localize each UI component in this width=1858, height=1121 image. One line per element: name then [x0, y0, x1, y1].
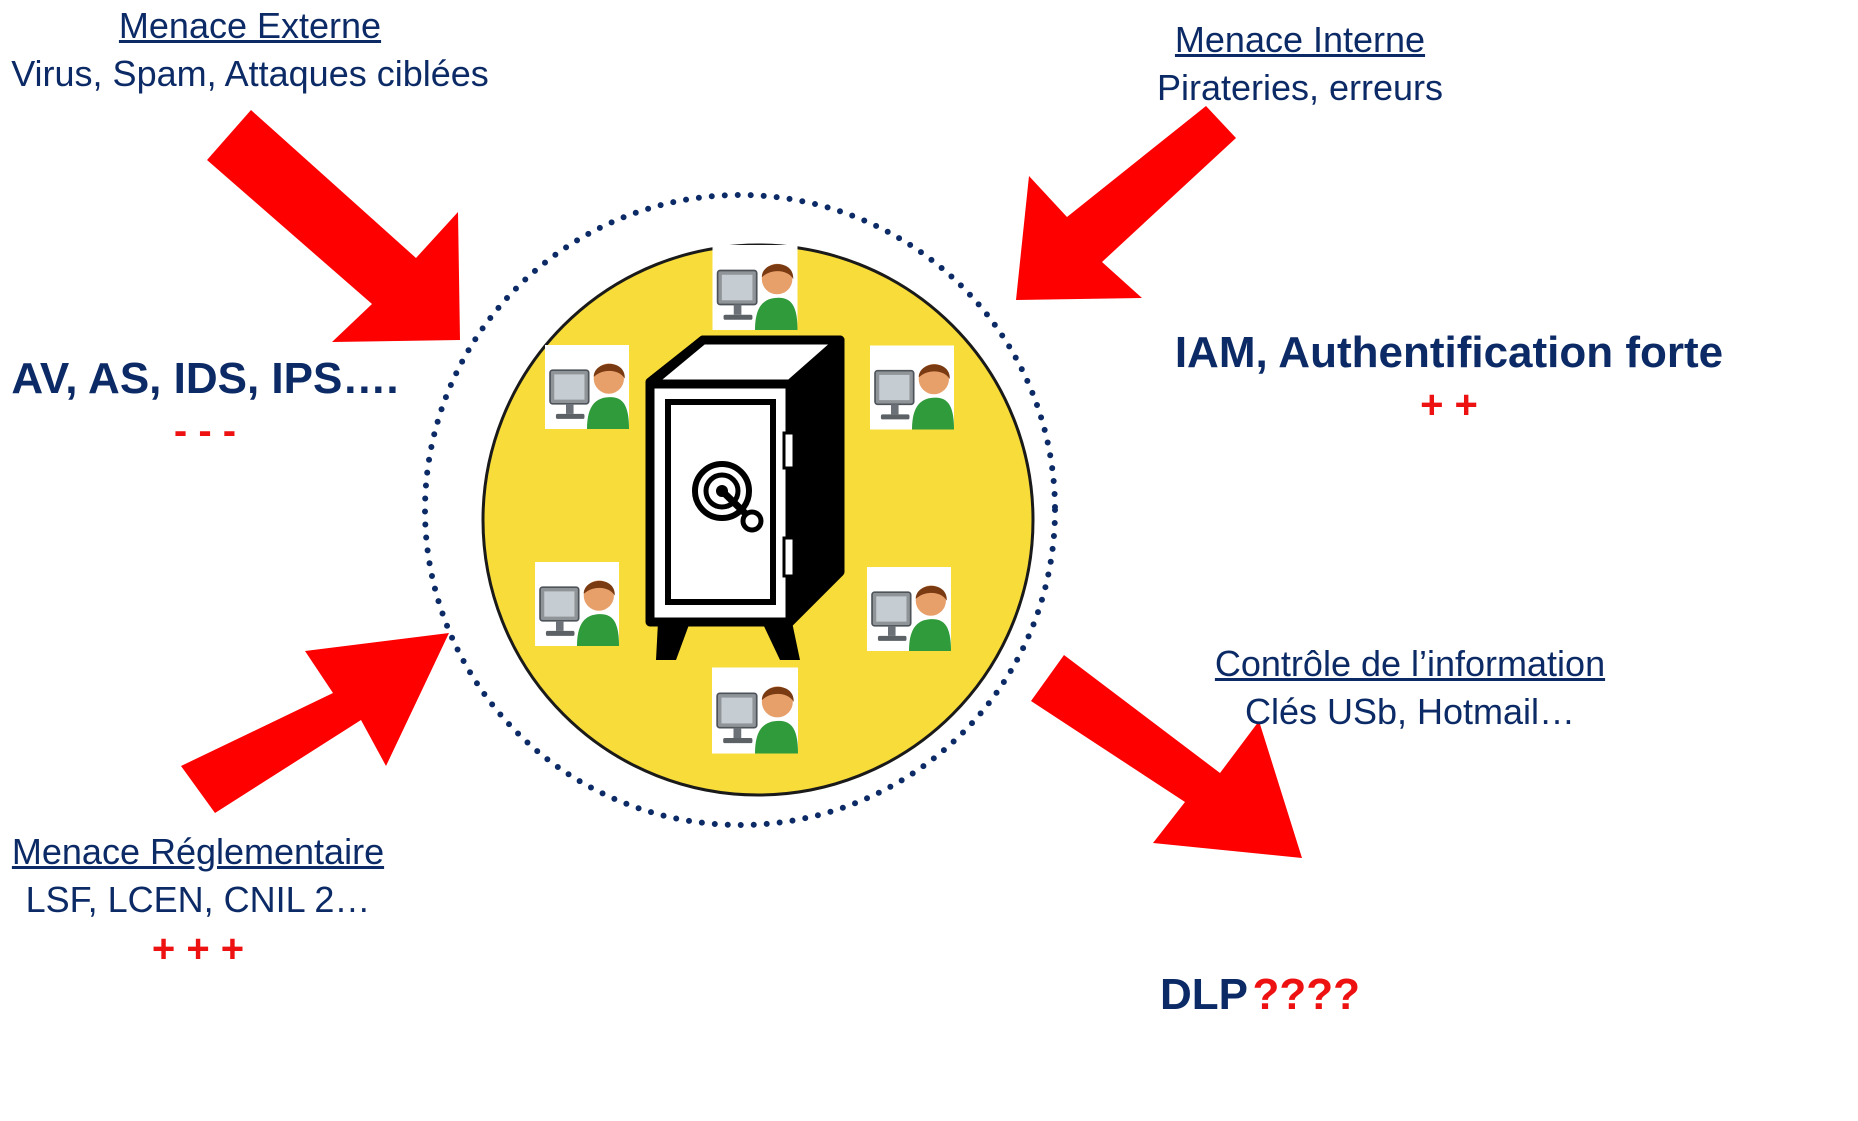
arrow-information-leak — [1031, 655, 1302, 858]
user-computer-icon — [545, 345, 629, 429]
external-rating: - - - — [173, 409, 237, 453]
external-threat-label: Menace Externe Virus, Spam, Attaques cib… — [0, 2, 500, 98]
external-threat-heading: Menace Externe — [118, 5, 382, 46]
dlp-rating: ???? — [1252, 970, 1360, 1019]
internal-threat-label: Menace Interne Pirateries, erreurs — [1140, 16, 1460, 112]
information-control-label: Contrôle de l’information Clés USb, Hotm… — [1130, 640, 1690, 736]
regulatory-threat-heading: Menace Réglementaire — [11, 831, 385, 872]
information-control-heading: Contrôle de l’information — [1214, 643, 1606, 684]
external-threat-subtitle: Virus, Spam, Attaques ciblées — [11, 53, 489, 94]
information-control-subtitle: Clés USb, Hotmail… — [1244, 691, 1576, 732]
internal-tools: IAM, Authentification forte — [1174, 328, 1724, 377]
user-computer-icon — [866, 567, 952, 651]
external-countermeasures: AV, AS, IDS, IPS…. - - - — [0, 352, 410, 456]
arrow-regulatory-threat — [181, 633, 449, 813]
safe-icon — [645, 335, 845, 660]
user-computer-icon — [534, 562, 620, 646]
regulatory-threat-subtitle: LSF, LCEN, CNIL 2… — [25, 879, 371, 920]
internal-rating: + + — [1420, 383, 1478, 427]
user-computer-icon — [711, 245, 799, 330]
dlp-label: DLP ???? — [1160, 968, 1360, 1022]
arrow-internal-threat — [1016, 106, 1236, 300]
arrow-external-threat — [207, 110, 460, 342]
internal-threat-subtitle: Pirateries, erreurs — [1156, 67, 1444, 108]
user-computer-icon — [870, 345, 954, 430]
external-tools: AV, AS, IDS, IPS…. — [11, 354, 399, 403]
internal-threat-heading: Menace Interne — [1174, 19, 1426, 60]
user-computer-icon — [712, 667, 798, 754]
dotted-perimeter — [422, 192, 1058, 828]
regulatory-threat-label: Menace Réglementaire LSF, LCEN, CNIL 2… … — [0, 828, 396, 974]
dlp-tools: DLP — [1160, 970, 1248, 1019]
regulatory-rating: + + + — [151, 927, 245, 971]
internal-countermeasures: IAM, Authentification forte + + — [1040, 326, 1858, 430]
